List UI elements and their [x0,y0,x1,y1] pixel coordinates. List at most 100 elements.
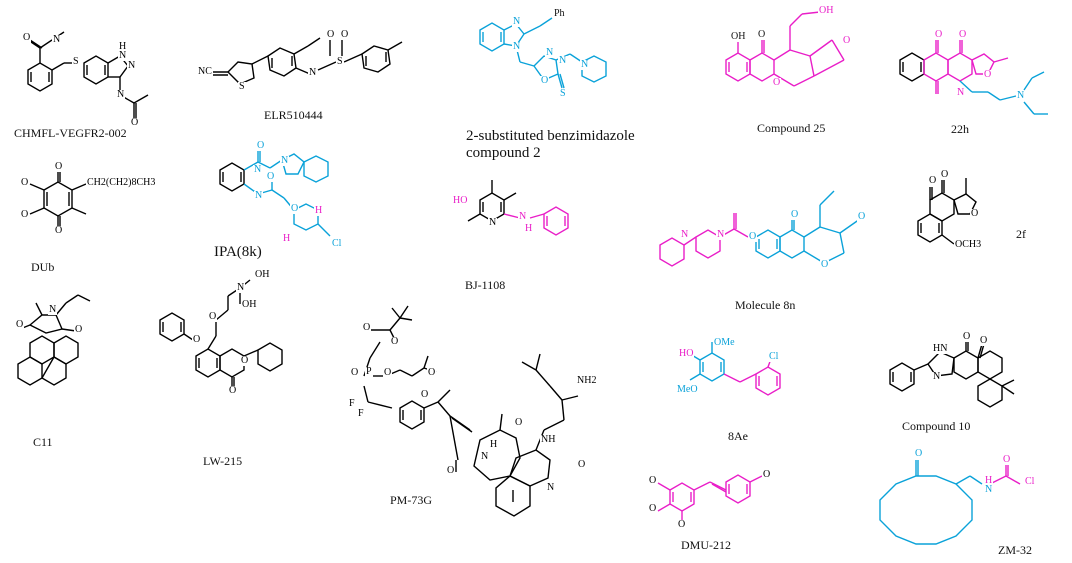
atom-label: H [524,223,534,234]
atom-label: NH2 [576,375,598,386]
atom-label: Cl [1024,476,1036,487]
atom-label: OH [254,269,271,280]
atom-label: F [357,408,365,419]
atom-label: N [253,164,263,175]
atom-label: O [20,177,30,188]
atom-label: O [362,322,372,333]
atom-label: O [256,140,266,151]
atom-label: Cl [331,238,343,249]
atom-label: HO [678,348,695,359]
atom-label: OMe [713,337,736,348]
atom-label: O [266,171,276,182]
atom-label: O [22,32,32,43]
atom-label: O [577,459,587,470]
atom-label: N [680,229,690,240]
atom-label: O [748,231,758,242]
atom-label: OH [818,5,835,16]
compound-name-pm: PM-73G [390,493,433,507]
atom-label: O [228,385,238,396]
atom-label: N [956,87,966,98]
atom-label: N [518,211,528,222]
atom-label: O [940,169,950,180]
molecule-8n-structure [659,190,861,267]
compound-name-ipa: IPA(8k) [214,244,262,260]
compound-name-lw: LW-215 [203,454,243,468]
atom-label: N [512,16,522,27]
atom-label: O [340,29,350,40]
atom-label: N [52,34,62,45]
atom-label: P [365,366,373,377]
atom-label: O [983,69,993,80]
atom-label: H [118,41,128,52]
atom-label: N [488,217,498,228]
compound-name-benzimidazole: 2-substituted benzimidazole compound 2 [466,128,635,162]
compound-name-dmu: DMU-212 [681,538,731,552]
compound-25-structure [725,11,845,87]
compound-2f-structure [917,178,977,245]
atom-label: O [757,29,767,40]
atom-label: O [914,448,924,459]
atom-label: O [15,319,25,330]
atom-label: N [118,50,128,61]
zm32-structure [879,460,1021,545]
atom-label: N [716,229,726,240]
atom-label: O [192,334,202,345]
atom-label: O [290,203,300,214]
compound-name-8ae: 8Ae [728,429,748,443]
atom-label: O [54,161,64,172]
atom-label: O [934,29,944,40]
atom-label: O [208,311,218,322]
compound-name-elr: ELR510444 [264,108,323,122]
compound-name-2f: 2f [1016,227,1026,241]
atom-label: O [20,209,30,220]
atom-label: O [677,519,687,530]
atom-label: N [932,371,942,382]
atom-label: O [130,117,140,128]
compound-name-bj: BJ-1108 [465,278,506,292]
atom-label: N [512,41,522,52]
atom-label: O [928,175,938,186]
compound-name-m8n: Molecule 8n [735,298,796,312]
atom-label: O [446,465,456,476]
atom-label: O [326,29,336,40]
atom-label: O [958,29,968,40]
compound-name-zm: ZM-32 [998,543,1032,557]
atom-label: O [350,367,360,378]
compound-22h-structure [899,40,1048,115]
atom-label: S [238,81,246,92]
bj-structure [467,180,569,236]
atom-label: OH [730,31,747,42]
atom-label: N [48,304,58,315]
atom-label: H [282,233,292,244]
pm73g-structure [363,305,579,517]
atom-label: Cl [768,351,780,362]
atom-label: S [72,56,80,67]
atom-label: N [127,60,137,71]
atom-label: N [558,55,568,66]
compound-name-c10: Compound 10 [902,419,971,433]
atom-label: N [480,451,490,462]
atom-label: N [546,482,556,493]
c11-structure [17,294,91,386]
atom-label: O [842,35,852,46]
atom-label: OCH3 [954,239,983,250]
atom-label: O [514,417,524,428]
atom-label: N [254,190,264,201]
atom-label: O [820,259,830,270]
compound-name-22h: 22h [951,122,969,136]
atom-label: O [1002,454,1012,465]
atom-label: O [420,389,430,400]
atom-label: HN [932,343,949,354]
atom-label: OH [241,299,258,310]
atom-label: H [984,475,994,486]
atom-label: H [489,439,499,450]
atom-label: O [427,367,437,378]
atom-label: O [648,503,658,514]
atom-label: O [970,208,980,219]
atom-label: H [314,205,324,216]
atom-label: O [383,367,393,378]
atom-label: S [559,88,567,99]
atom-label: N [236,282,246,293]
atom-label: O [390,336,400,347]
